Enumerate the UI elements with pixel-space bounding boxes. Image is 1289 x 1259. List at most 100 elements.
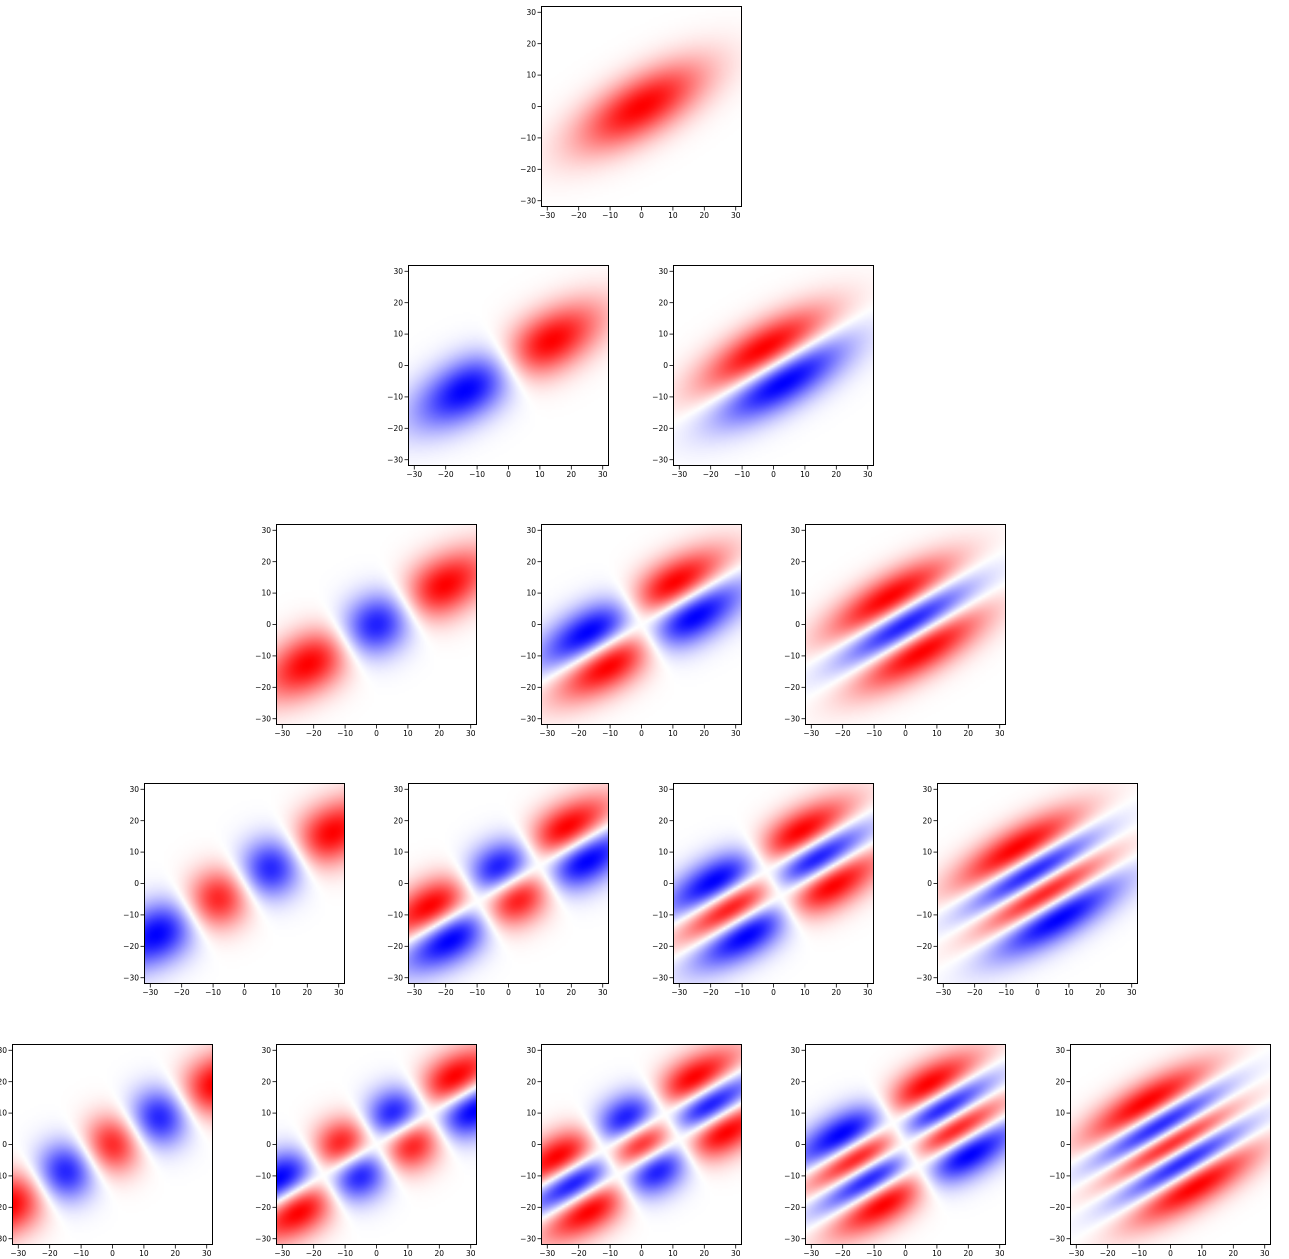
x-tick-label: −30 [10, 1249, 26, 1258]
x-tick-label: −30 [142, 988, 158, 997]
y-tick-label: 0 [795, 620, 800, 629]
x-tick-label: −20 [571, 1249, 587, 1258]
y-tick-label: 0 [531, 102, 536, 111]
y-tick-label: 10 [393, 848, 403, 857]
x-tick-label: 30 [1127, 988, 1137, 997]
x-tick-label: −10 [602, 1249, 618, 1258]
x-tick-label: 10 [932, 729, 942, 738]
y-tick-label: 20 [393, 816, 403, 825]
y-tick-label: −30 [784, 1234, 800, 1243]
y-tick-label: −30 [387, 455, 403, 464]
x-tick-label: −10 [602, 729, 618, 738]
x-tick-label: −10 [734, 988, 750, 997]
x-tick-label: −10 [734, 470, 750, 479]
y-tick-label: −30 [1049, 1234, 1065, 1243]
y-tick-label: 20 [261, 557, 271, 566]
y-tick-label: 30 [658, 267, 668, 276]
x-tick-label: 10 [668, 729, 678, 738]
x-tick-label: 0 [1168, 1249, 1173, 1258]
y-tick-label: 0 [531, 620, 536, 629]
axes-frame [144, 783, 345, 984]
axes-frame [1070, 1044, 1271, 1245]
heatmap-image [937, 783, 1138, 984]
y-tick-label: −20 [123, 942, 139, 951]
x-tick-label: 30 [731, 1249, 741, 1258]
x-tick-label: 30 [863, 988, 873, 997]
x-tick-label: 0 [1035, 988, 1040, 997]
x-tick-label: −10 [205, 988, 221, 997]
y-tick-label: −30 [255, 1234, 271, 1243]
y-tick-label: 20 [261, 1077, 271, 1086]
y-tick-label: 30 [261, 1046, 271, 1055]
y-tick-label: 20 [1055, 1077, 1065, 1086]
x-tick-label: 10 [403, 1249, 413, 1258]
x-tick-label: 10 [403, 729, 413, 738]
x-tick-label: 30 [334, 988, 344, 997]
y-tick-label: 0 [927, 879, 932, 888]
y-tick-label: 0 [663, 879, 668, 888]
y-tick-label: 10 [0, 1109, 7, 1118]
x-tick-label: −20 [967, 988, 983, 997]
axes-frame [408, 265, 609, 466]
x-tick-label: −30 [803, 729, 819, 738]
y-tick-label: −10 [387, 393, 403, 402]
y-tick-label: −30 [255, 714, 271, 723]
y-tick-label: 30 [526, 1046, 536, 1055]
x-tick-label: 0 [506, 988, 511, 997]
x-tick-label: −10 [469, 470, 485, 479]
y-tick-label: −20 [1049, 1203, 1065, 1212]
y-tick-label: −30 [387, 973, 403, 982]
x-tick-label: 0 [639, 1249, 644, 1258]
y-tick-label: 20 [129, 816, 139, 825]
x-tick-label: 30 [995, 729, 1005, 738]
x-tick-label: 20 [567, 470, 577, 479]
x-tick-label: −30 [539, 1249, 555, 1258]
axes-frame [541, 1044, 742, 1245]
axes-frame [805, 1044, 1006, 1245]
axes-frame [276, 1044, 477, 1245]
x-tick-label: 20 [964, 1249, 974, 1258]
x-tick-label: 20 [1229, 1249, 1239, 1258]
y-tick-label: −20 [916, 942, 932, 951]
x-tick-label: −10 [866, 729, 882, 738]
y-tick-label: −10 [652, 911, 668, 920]
y-tick-label: −20 [520, 165, 536, 174]
x-tick-label: 10 [535, 988, 545, 997]
x-tick-label: 30 [863, 470, 873, 479]
y-tick-label: 20 [0, 1077, 7, 1086]
axes-frame [408, 783, 609, 984]
heatmap-image [673, 265, 874, 466]
y-tick-label: 30 [790, 526, 800, 535]
x-tick-label: −20 [571, 211, 587, 220]
y-tick-label: 30 [393, 267, 403, 276]
x-tick-label: 20 [435, 1249, 445, 1258]
axes-frame [673, 783, 874, 984]
x-tick-label: −20 [571, 729, 587, 738]
y-tick-label: 20 [526, 39, 536, 48]
heatmap-image [541, 1044, 742, 1245]
y-tick-label: 10 [261, 1109, 271, 1118]
y-tick-label: −20 [784, 683, 800, 692]
x-tick-label: −20 [438, 988, 454, 997]
x-tick-label: 30 [466, 729, 476, 738]
x-tick-label: 20 [964, 729, 974, 738]
x-tick-label: 0 [771, 988, 776, 997]
x-tick-label: −10 [998, 988, 1014, 997]
x-tick-label: −30 [803, 1249, 819, 1258]
x-tick-label: −10 [1131, 1249, 1147, 1258]
x-tick-label: −20 [438, 470, 454, 479]
x-tick-label: 10 [800, 988, 810, 997]
y-tick-label: −10 [520, 134, 536, 143]
y-tick-label: 0 [2, 1140, 7, 1149]
y-tick-label: 10 [1055, 1109, 1065, 1118]
y-tick-label: −10 [652, 393, 668, 402]
y-tick-label: 20 [658, 816, 668, 825]
x-tick-label: −10 [602, 211, 618, 220]
y-tick-label: 20 [526, 1077, 536, 1086]
y-tick-label: 30 [1055, 1046, 1065, 1055]
axes-frame [937, 783, 1138, 984]
y-tick-label: −30 [0, 1234, 7, 1243]
